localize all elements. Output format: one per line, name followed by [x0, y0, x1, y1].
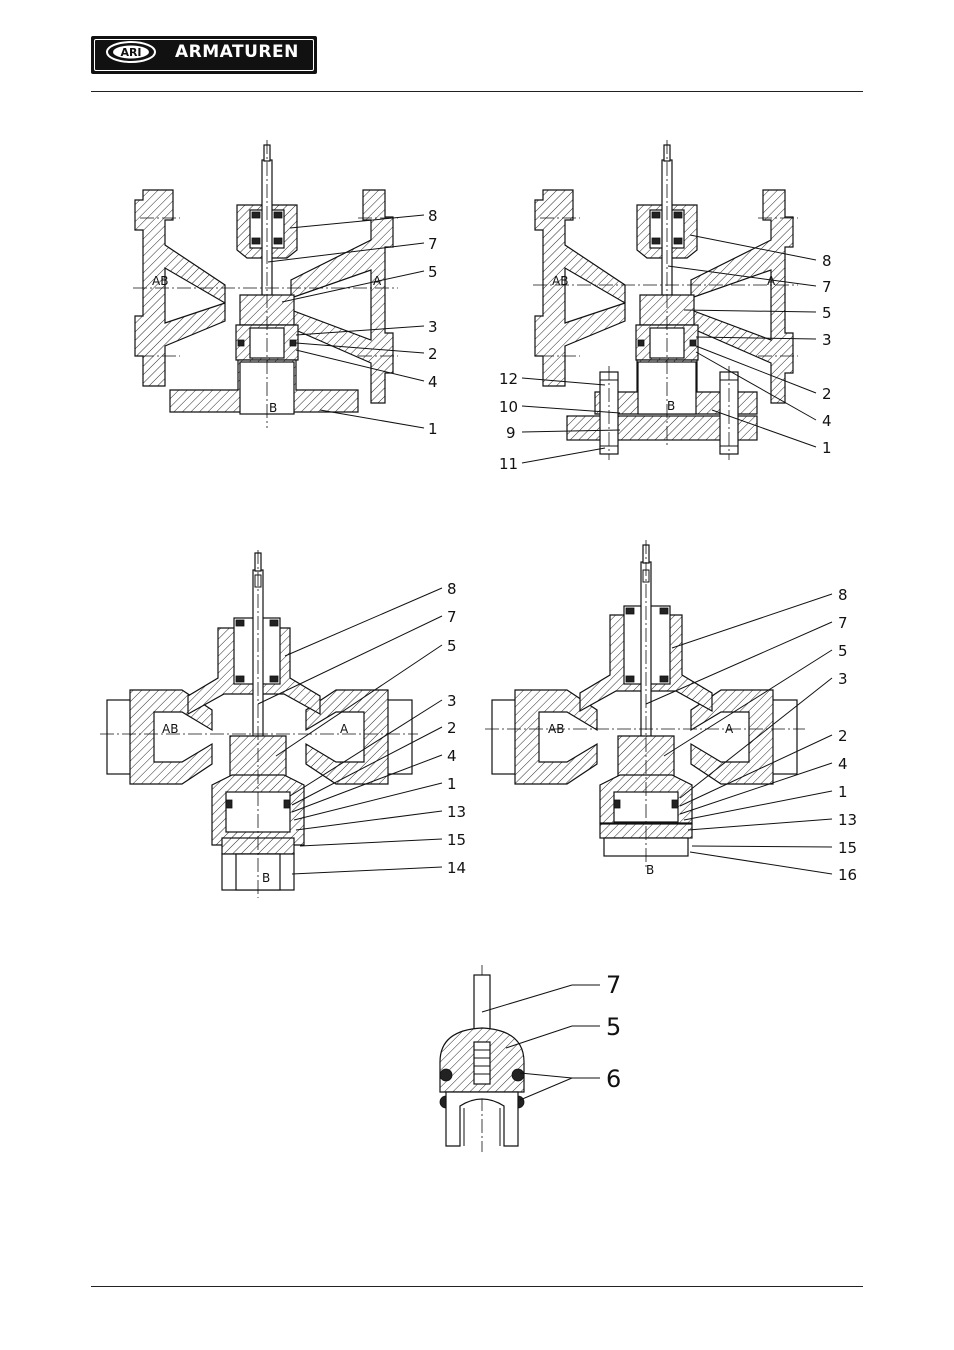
fig4-callout: 1	[838, 783, 848, 801]
fig4-callout: 8	[838, 586, 848, 604]
fig1-callout: 8	[428, 207, 438, 225]
fig4-callout: 2	[838, 727, 848, 745]
fig4-callout: 15	[838, 839, 857, 857]
fig2-callout: 9	[506, 424, 516, 442]
fig2-callout: 3	[822, 331, 832, 349]
fig4-callout: 16	[838, 866, 857, 884]
fig2-port-ab: AB	[552, 274, 568, 288]
fig3-callout: 14	[447, 859, 466, 877]
fig2-callout: 4	[822, 412, 832, 430]
figure-1-flanged-valve: AB A B 8 7 5 3 2 4 1	[133, 140, 438, 438]
footer-divider	[91, 1286, 863, 1287]
fig2-callout: 7	[822, 278, 832, 296]
fig2-callout: 11	[499, 455, 518, 473]
fig3-callout: 5	[447, 637, 457, 655]
fig1-callout: 7	[428, 235, 438, 253]
fig2-callout: 5	[822, 304, 832, 322]
fig5-callout: 7	[606, 971, 621, 999]
fig1-callout: 1	[428, 420, 438, 438]
fig2-callout: 10	[499, 398, 518, 416]
fig1-callout: 3	[428, 318, 438, 336]
fig3-callout: 15	[447, 831, 466, 849]
fig4-port-a: A	[725, 722, 734, 736]
fig2-callout: 2	[822, 385, 832, 403]
figure-3-threaded-valve: AB A B 8 7 5 3 2 4 1 13 15 14	[100, 550, 466, 898]
fig4-callout: 7	[838, 614, 848, 632]
fig1-callout: 2	[428, 345, 438, 363]
fig2-port-b: B	[667, 399, 675, 413]
fig5-callout: 5	[606, 1013, 621, 1041]
fig2-callout: 1	[822, 439, 832, 457]
fig4-callout: 4	[838, 755, 848, 773]
fig1-port-ab: AB	[152, 274, 168, 288]
fig1-port-b: B	[269, 401, 277, 415]
fig3-port-ab: AB	[162, 722, 178, 736]
fig3-callout: 8	[447, 580, 457, 598]
fig3-callout: 2	[447, 719, 457, 737]
figure-4-threaded-valve-cap: AB A B 8 7 5 3 2 4 1 13 15 16	[485, 540, 857, 884]
fig3-callout: 3	[447, 692, 457, 710]
fig4-callout: 13	[838, 811, 857, 829]
fig3-callout: 13	[447, 803, 466, 821]
fig2-port-a: A	[767, 274, 776, 288]
figure-2-flanged-valve-bottom-flange: AB A B 8 7 5 3 2 4 1 12 10 9 11	[499, 140, 832, 473]
fig1-callout: 5	[428, 263, 438, 281]
fig4-callout: 5	[838, 642, 848, 660]
fig3-port-a: A	[340, 722, 349, 736]
fig1-callout: 4	[428, 373, 438, 391]
figure-5-plug-detail: 7 5 6	[440, 965, 621, 1152]
fig2-callout: 12	[499, 370, 518, 388]
fig3-port-b: B	[262, 871, 270, 885]
fig4-port-ab: AB	[548, 722, 564, 736]
fig3-callout: 1	[447, 775, 457, 793]
fig4-callout: 3	[838, 670, 848, 688]
fig3-callout: 7	[447, 608, 457, 626]
fig5-callout: 6	[606, 1065, 621, 1093]
fig3-callout: 4	[447, 747, 457, 765]
fig2-callout: 8	[822, 252, 832, 270]
fig4-port-b: B	[646, 863, 654, 877]
